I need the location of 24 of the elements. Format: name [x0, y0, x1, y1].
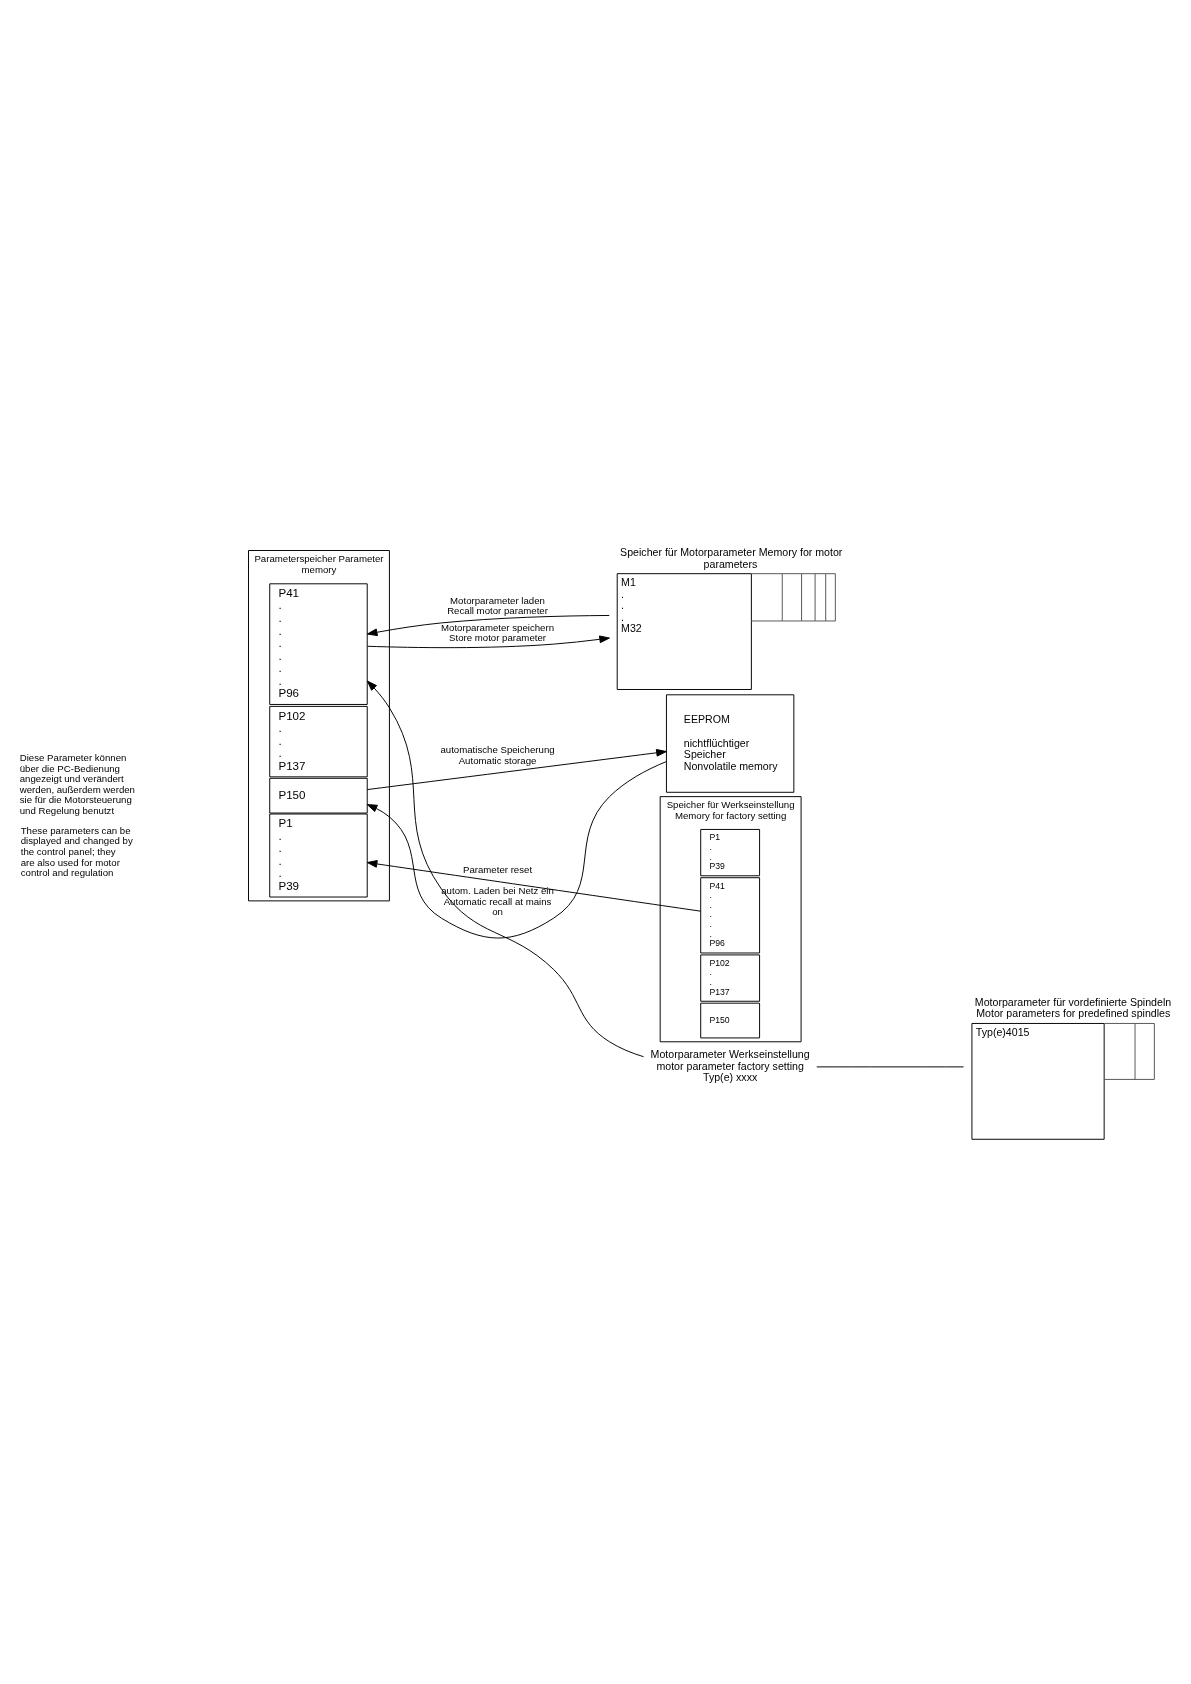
node-box: P150 — [700, 1002, 761, 1039]
label: These parameters can be displayed and changed by the control panel; they are also used for motor control and regulation — [20, 824, 133, 879]
node-box: P1 . . . . P39 — [269, 813, 368, 898]
node-box: P41 . . . . . P96 — [700, 877, 761, 954]
arrow — [366, 680, 645, 1058]
node-box: P150 — [269, 777, 368, 814]
node-box: P102 . . . P137 — [269, 705, 368, 778]
label: Diese Parameter können über die PC-Bedienung angezeigt und verändert werden, außerdem werden sie für die Motorsteuerung und Regelung benutzt — [19, 751, 135, 817]
arrow — [366, 761, 667, 939]
arrow — [366, 614, 610, 637]
edge-label: Motorparameter speichern Store motor parameter — [441, 621, 555, 644]
node-text: Motorparameter Werkseinstellung motor parameter factory setting Typ(e) xxxx — [650, 1048, 810, 1084]
node-box: P41 . . . . . . . P96 — [269, 583, 368, 705]
node-box: EEPROM nichtflüchtiger Speicher Nonvolatile memory — [665, 694, 795, 793]
arrow — [366, 860, 702, 912]
arrow — [367, 635, 610, 649]
node-box: P102 . . P137 — [700, 954, 761, 1002]
edge-label: Parameter reset — [462, 863, 533, 875]
edge-label: automatische Speicherung Automatic storage — [440, 744, 555, 766]
arrow — [366, 748, 667, 791]
node-label: Motorparameter für vordefinierte Spindeln Motor parameters for predefined spindles — [974, 995, 1172, 1020]
node-box: P1 . . P39 — [700, 828, 761, 877]
node-label: Speicher für Motorparameter Memory for motor parameters — [620, 546, 843, 570]
edge-label: Motorparameter laden Recall motor parameter — [447, 594, 548, 617]
